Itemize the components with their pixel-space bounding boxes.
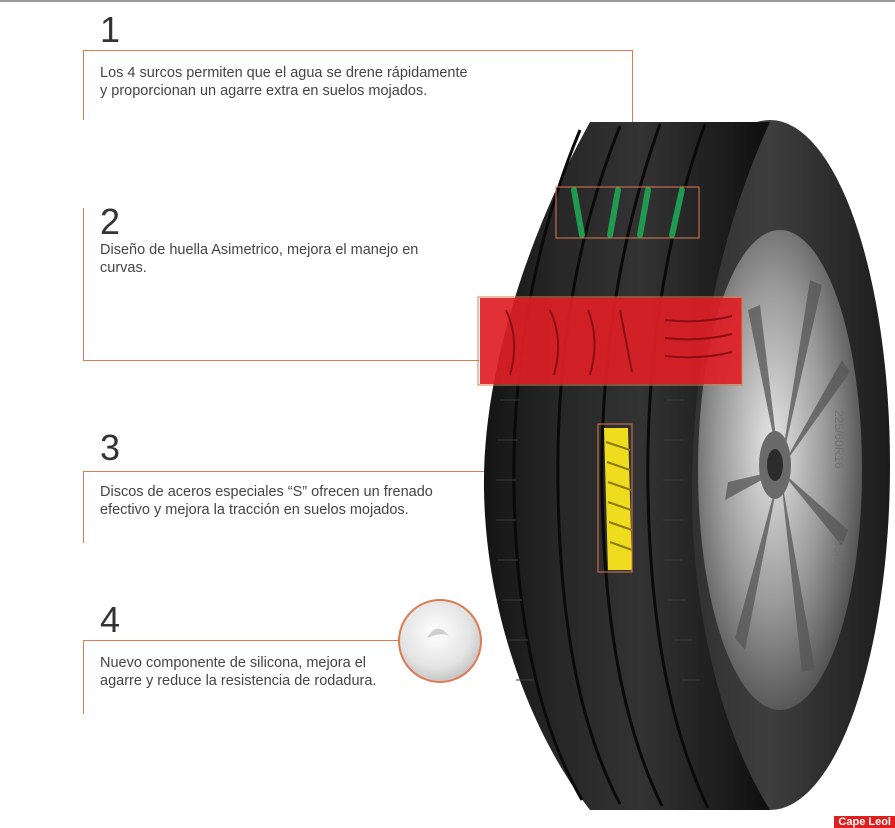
feature-1-text-line-2: y proporcionan un agarre extra en suelos… bbox=[100, 83, 428, 99]
feature-4-connector bbox=[83, 640, 401, 641]
tread-grooves bbox=[512, 123, 710, 809]
feature-3-description: Discos de aceros especiales “S” ofrecen … bbox=[100, 483, 433, 519]
feature-3-number: 3 bbox=[100, 427, 121, 468]
feature-4-bracket bbox=[83, 640, 84, 714]
feature-1-bracket bbox=[83, 50, 84, 120]
feature-2-text-line-1: Diseño de huella Asimetrico, mejora el m… bbox=[100, 242, 419, 258]
groove-highlight-box bbox=[555, 186, 700, 239]
sipe-highlight-box bbox=[597, 423, 633, 573]
tire-illustration: 225/60R16 98H bbox=[477, 120, 890, 810]
feature-4-description: Nuevo componente de silicona, mejora el … bbox=[100, 654, 376, 690]
feature-2-connector bbox=[83, 360, 479, 361]
wheel-hub-center bbox=[767, 449, 783, 481]
feature-2-description: Diseño de huella Asimetrico, mejora el m… bbox=[100, 241, 418, 277]
rim-spokes bbox=[725, 280, 850, 672]
feature-4-text-line-2: agarre y reduce la resistencia de rodadu… bbox=[100, 673, 377, 689]
sipe-highlight bbox=[604, 428, 633, 570]
feature-3-connector bbox=[83, 471, 599, 472]
feature-1-number: 1 bbox=[100, 9, 121, 50]
feature-1-text-line-1: Los 4 surcos permiten que el agua se dre… bbox=[100, 65, 468, 81]
feature-4-text-line-1: Nuevo componente de silicona, mejora el bbox=[100, 655, 366, 671]
tread-highlight bbox=[480, 298, 742, 384]
feature-4-number: 4 bbox=[100, 599, 121, 640]
tread-highlight-box bbox=[477, 296, 743, 386]
feature-3-text-line-1: Discos de aceros especiales “S” ofrecen … bbox=[100, 484, 433, 500]
feature-2-number: 2 bbox=[100, 201, 121, 242]
feature-2-bracket bbox=[83, 208, 84, 361]
feature-3-text-line-2: efectivo y mejora la tracción en suelos … bbox=[100, 502, 409, 518]
top-divider bbox=[0, 0, 895, 2]
corner-badge: Cape Leol bbox=[834, 816, 895, 828]
feature-3-bracket bbox=[83, 471, 84, 543]
groove-highlight bbox=[571, 187, 685, 238]
feature-2-text-line-2: curvas. bbox=[100, 260, 147, 276]
silicon-compound-sample bbox=[398, 599, 482, 683]
sidewall-load-text: 98H bbox=[832, 540, 846, 562]
feature-1-description: Los 4 surcos permiten que el agua se dre… bbox=[100, 64, 468, 100]
feature-1-connector-top bbox=[83, 50, 633, 51]
sidewall-size-text: 225/60R16 bbox=[832, 410, 846, 469]
feature-1-connector-drop bbox=[632, 50, 633, 188]
